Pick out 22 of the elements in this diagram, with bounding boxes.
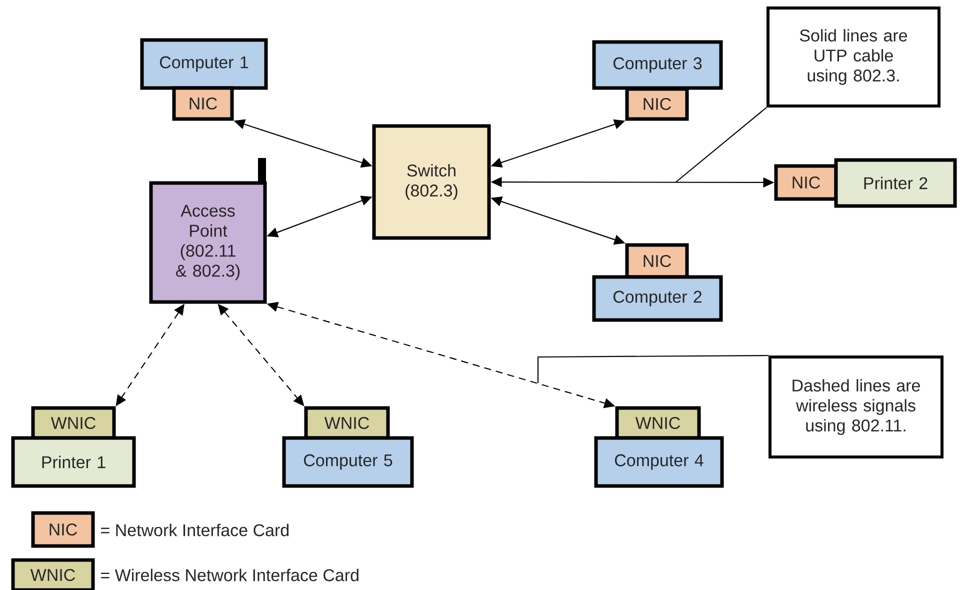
- legend-text: = Wireless Network Interface Card: [101, 568, 358, 582]
- nic-box: NIC: [625, 87, 689, 121]
- computer-box: Computer 2: [592, 275, 723, 322]
- legend-text: = Network Interface Card: [101, 524, 289, 536]
- printer-box: Printer 2: [834, 158, 957, 208]
- printer-box: Printer 1: [11, 436, 136, 488]
- computer-box: Computer 3: [592, 40, 723, 90]
- note-box: Dashed lines are wireless signals using 802.11.: [768, 356, 944, 458]
- computer-box: Computer 5: [282, 436, 414, 488]
- access-point-box: Access Point (802.11 & 802.3): [149, 181, 267, 304]
- computer-box: Computer 4: [594, 436, 724, 488]
- nic-box: NIC: [625, 243, 689, 279]
- computer-box: Computer 1: [140, 38, 268, 90]
- leader-line: [676, 107, 767, 182]
- wnic-box: WNIC: [304, 406, 390, 440]
- nic-box: NIC: [172, 86, 234, 121]
- wnic-box: WNIC: [615, 406, 701, 440]
- wnic-box: WNIC: [31, 406, 116, 440]
- switch-box: Switch (802.3): [372, 124, 491, 240]
- leader-line: [537, 354, 769, 383]
- note-box: Solid lines are UTP cable using 802.3.: [766, 6, 940, 108]
- nic-box: NIC: [774, 164, 838, 201]
